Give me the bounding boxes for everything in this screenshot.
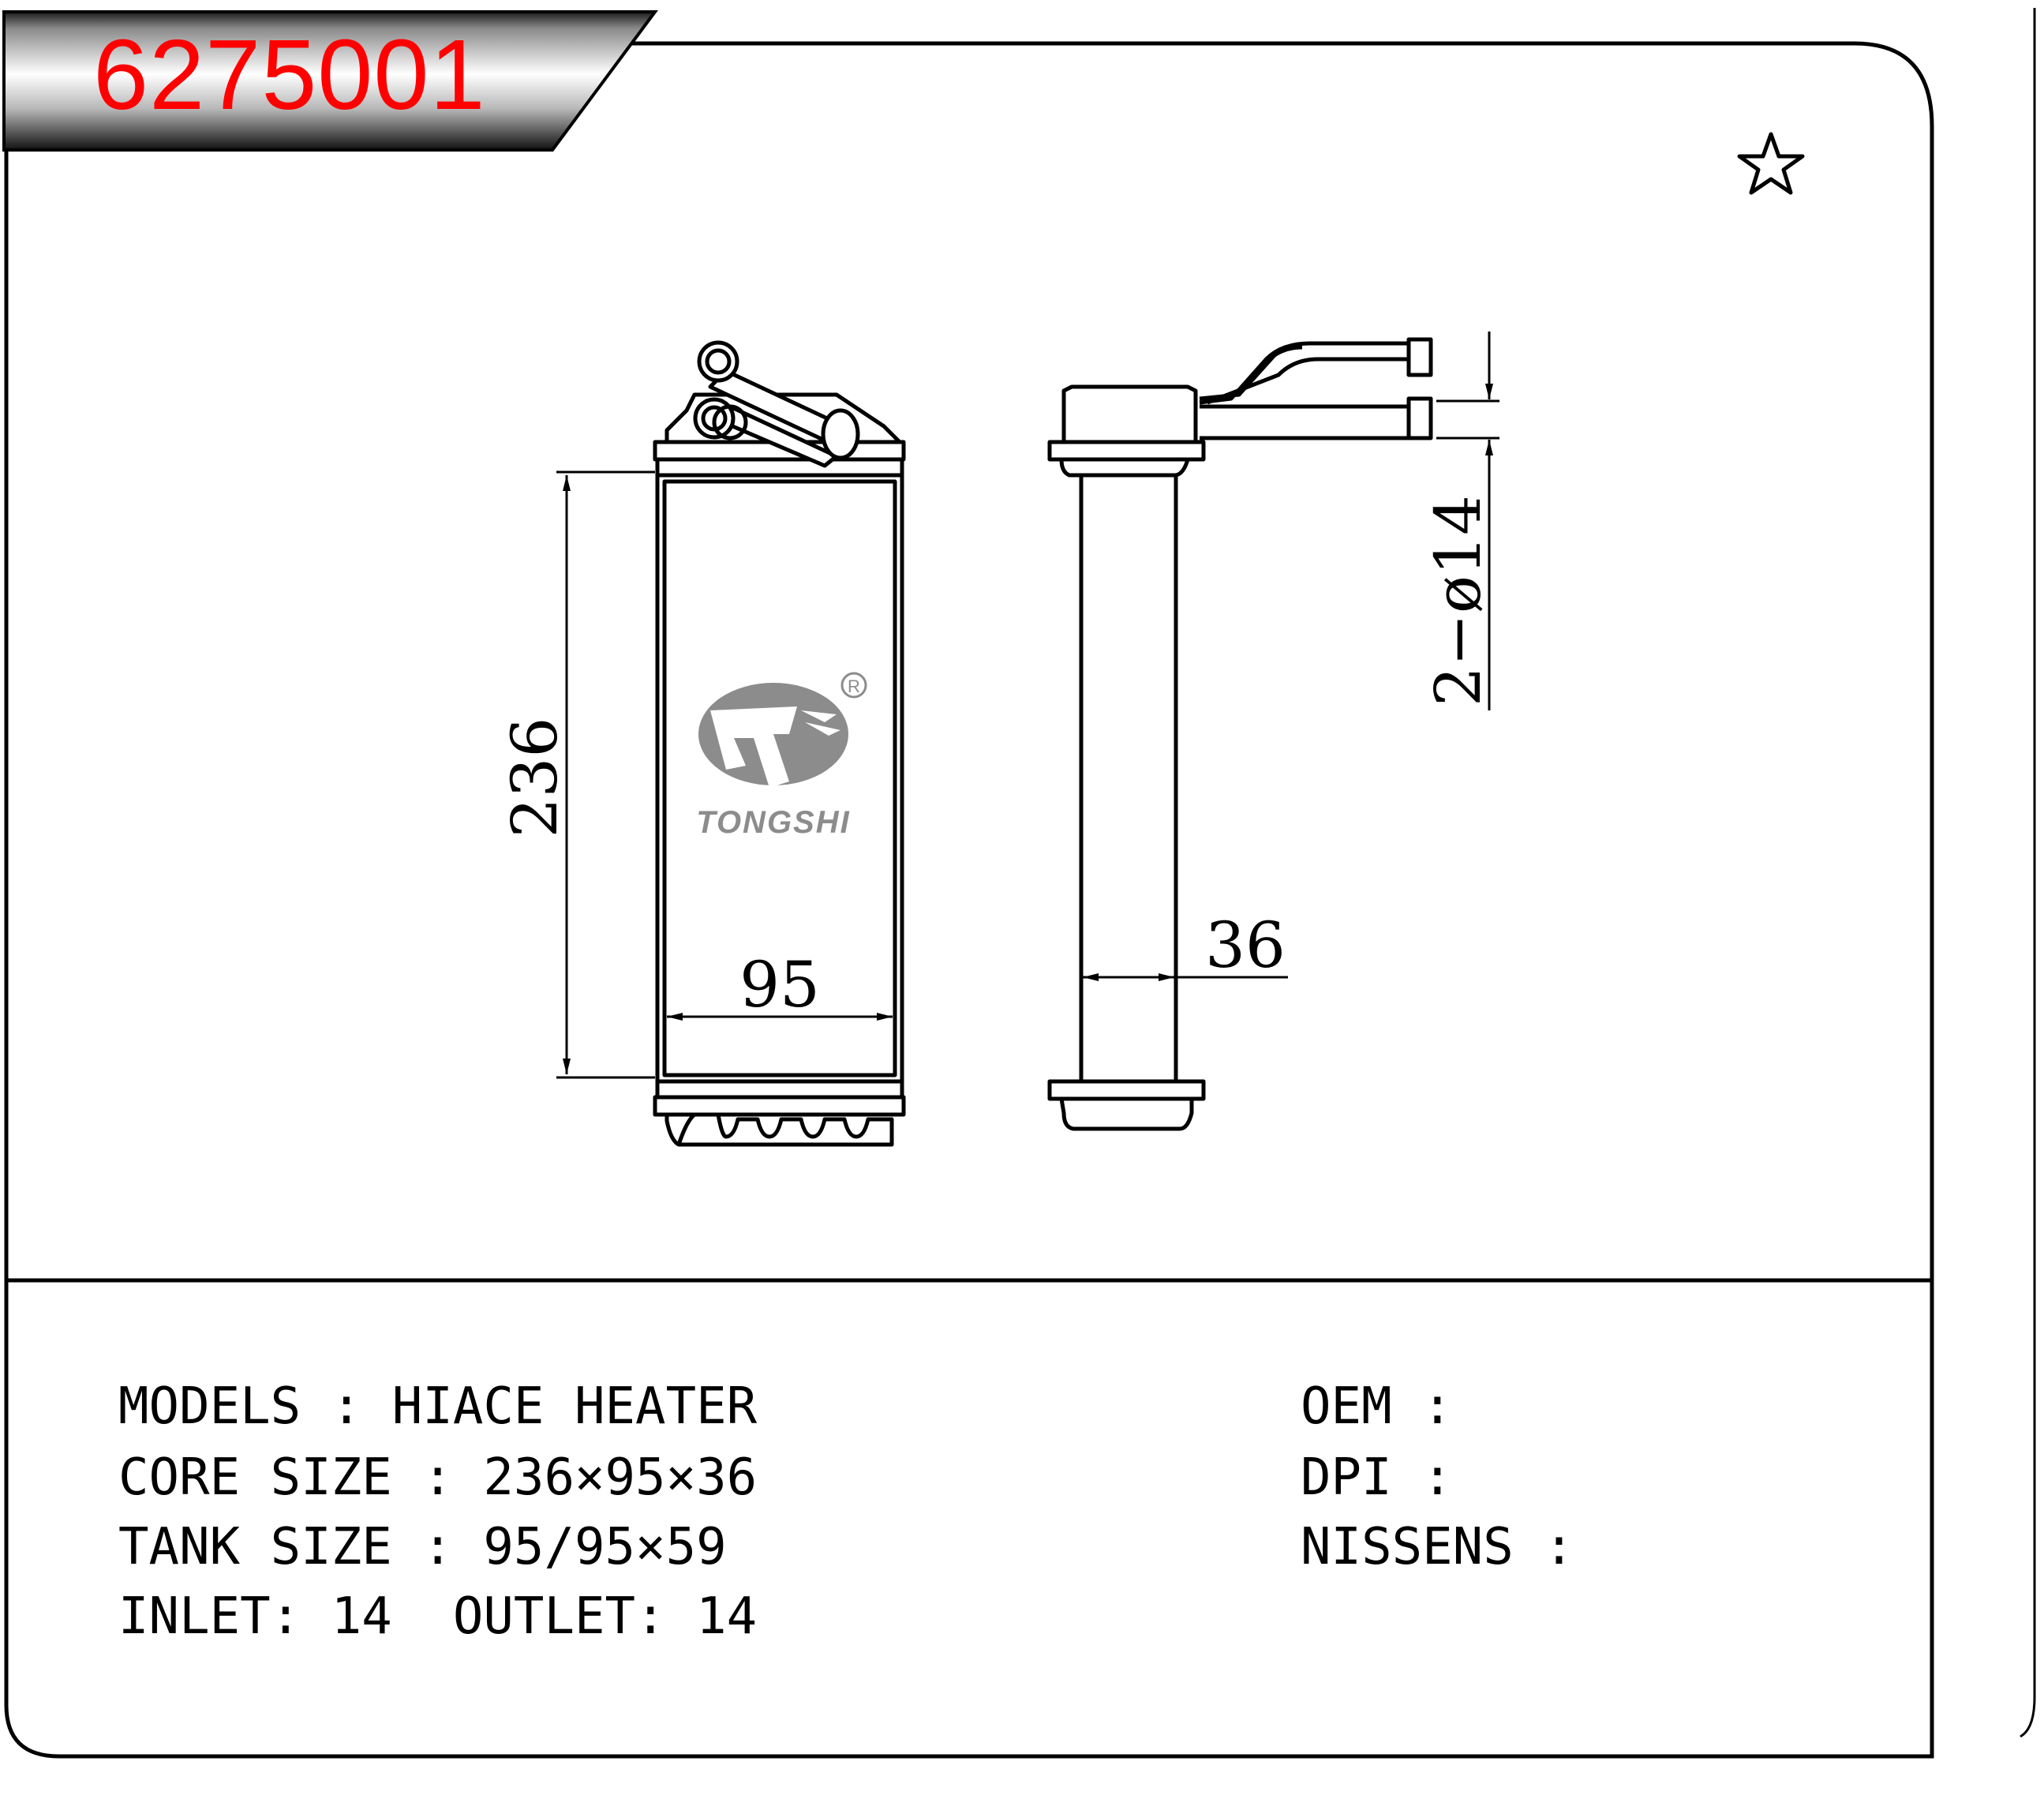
logo-wordmark: TONGSHI [696,805,851,840]
dimension-height [556,470,655,1079]
spec-core-size: CORE SIZE : 236×95×36 [118,1448,758,1507]
spec-oem: OEM : [1301,1377,1453,1436]
tongshi-logo: R TONGSHI [696,672,867,840]
star-outline-icon [1737,132,1805,195]
spec-models: MODELS : HIACE HEATER [118,1377,758,1436]
dimension-width-label: 95 [739,948,820,1021]
spec-tank-size: TANK SIZE : 95/95×59 [118,1518,727,1576]
registered-mark: R [848,676,860,696]
part-number-banner [2,10,658,152]
sheet-frame [4,41,1934,1759]
front-pipes [693,340,860,468]
sheet-edge-right [2020,8,2036,1738]
spec-nissens: NISSENS : [1301,1518,1574,1576]
side-view [1047,337,1433,1131]
dimension-height-label: 236 [498,718,571,838]
dimension-pipes-label: 2−ø14 [1421,495,1495,706]
part-number: 6275001 [93,19,486,130]
dimension-pipes [1436,332,1499,710]
spec-inlet-outlet: INLET: 14 OUTLET: 14 [118,1587,758,1646]
dimension-depth-label: 36 [1205,909,1286,982]
spec-dpi: DPI : [1301,1448,1453,1507]
registered-mark-circle [840,672,867,699]
